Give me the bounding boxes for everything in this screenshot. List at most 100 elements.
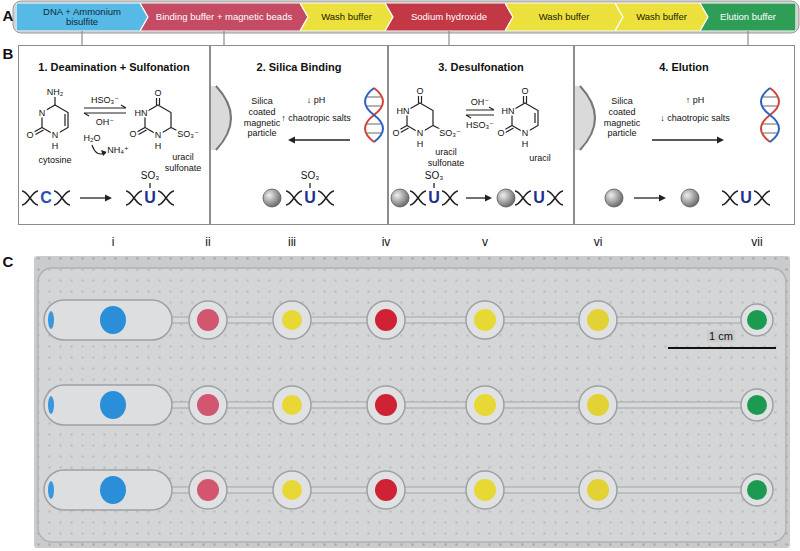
step-chevron: Wash buffer (300, 3, 393, 31)
atom-label: N (38, 108, 47, 117)
illustration-part (105, 195, 112, 202)
base-letter: U (428, 190, 440, 206)
step-connector (223, 31, 224, 45)
chevron-fill (16, 3, 148, 31)
atom-label: SO₃⁻ (176, 130, 199, 139)
illustration-part (158, 191, 174, 205)
group-label: SO₃ (425, 171, 444, 181)
step-number: i (112, 236, 115, 249)
caption-text: uracil sulfonate (159, 152, 207, 174)
illustration-part (44, 470, 773, 510)
illustration-part (485, 195, 492, 202)
panel-letter: C (3, 254, 14, 271)
atom-label: HN (501, 106, 516, 115)
group-label: SO₃ (301, 171, 320, 181)
step-number: vi (594, 236, 603, 249)
caption-text: Silica coated magnetic particle (599, 96, 645, 139)
step-number: iii (288, 236, 296, 249)
step-chevron: Wash buffer (505, 3, 623, 31)
step-label: Wash buffer (624, 12, 699, 22)
step-chevron: Sodium hydroxide (385, 3, 513, 31)
illustration-part (433, 183, 434, 188)
panel-heading: 1. Deamination + Sulfonation (38, 61, 189, 74)
illustration-part (44, 300, 773, 340)
base-letter: C (40, 190, 52, 206)
step-chevron: Binding buffer + magnetic beads (140, 3, 308, 31)
caption-text: ↓ chaotropic salts (660, 113, 730, 124)
dna-cartoons (22, 183, 770, 207)
atom-label: O (496, 129, 505, 138)
atom-label: OH⁻ (470, 98, 490, 107)
illustration-part (391, 189, 409, 207)
atom-label: SO₃⁻ (438, 129, 461, 138)
panel-heading: 2. Silica Binding (257, 61, 342, 74)
caption-text: Silica coated magnetic particle (239, 96, 285, 139)
chevron-fill (700, 3, 796, 31)
atom-label: O (25, 131, 34, 140)
illustration-part (84, 105, 126, 116)
illustration-part (681, 189, 699, 207)
panel-box: 1. Deamination + SulfonationNH₂NONHcytos… (18, 45, 210, 225)
atom-label: O (520, 87, 529, 96)
illustration-part (54, 191, 70, 205)
illustration-part (365, 88, 383, 142)
step-number: iv (382, 236, 391, 249)
step-label: Wash buffer (309, 12, 384, 22)
caption-text: cytosine (38, 155, 71, 166)
illustration-part (575, 86, 595, 150)
illustration-part (318, 191, 334, 205)
group-label: SO₃ (141, 171, 160, 181)
atom-label: HSO₃⁻ (90, 96, 120, 105)
scale-bar (668, 347, 776, 349)
illustration-part (754, 191, 770, 205)
illustration-part (126, 191, 142, 205)
illustration-part (292, 139, 350, 140)
base-letter: U (144, 190, 156, 206)
illustration-part (497, 189, 515, 207)
illustration-part (410, 191, 426, 205)
atom-label: N (416, 129, 425, 138)
step-chevron: Elution buffer (700, 3, 796, 31)
illustration-part (34, 97, 65, 135)
illustration-part (44, 385, 773, 425)
chevron-fill (505, 3, 623, 31)
caption-text: uracil (529, 153, 551, 164)
illustration-part (216, 86, 231, 150)
atom-label: H₂O (83, 134, 102, 143)
caption-text: ↑ pH (686, 95, 705, 106)
atom-label: H (154, 142, 163, 151)
panel-letter: A (3, 8, 14, 25)
illustration-part (80, 197, 108, 198)
atom-label: H (416, 140, 425, 149)
illustration-part (605, 189, 623, 207)
chevron-fill (615, 3, 708, 31)
base-letter: U (533, 190, 545, 206)
step-connector (747, 31, 748, 45)
illustration-part (286, 191, 302, 205)
illustration-part (22, 191, 38, 205)
atom-label: H (51, 142, 60, 151)
chevron-fill (385, 3, 513, 31)
step-number: v (482, 236, 488, 249)
step-label: Wash buffer (527, 12, 602, 22)
illustration-part (659, 195, 666, 202)
illustration-part (466, 107, 494, 118)
illustration-part (652, 139, 720, 140)
step-chevron: DNA + Ammonium bisulfite (16, 3, 148, 31)
step-label: Elution buffer (708, 12, 788, 22)
panel-box: 4. ElutionSilica coated magnetic particl… (574, 45, 795, 225)
illustration-part (263, 189, 281, 207)
step-label: Sodium hydroxide (399, 12, 499, 22)
atom-label: NH₂ (46, 88, 65, 97)
illustration-part (722, 191, 738, 205)
atom-label: O (153, 89, 162, 98)
atom-label: OH⁻ (95, 118, 115, 127)
atom-label: HN (396, 106, 411, 115)
illustration-part (547, 191, 563, 205)
atom-label: NH₄⁺ (106, 146, 129, 155)
atom-label: H (521, 140, 530, 149)
base-letter: U (740, 190, 752, 206)
